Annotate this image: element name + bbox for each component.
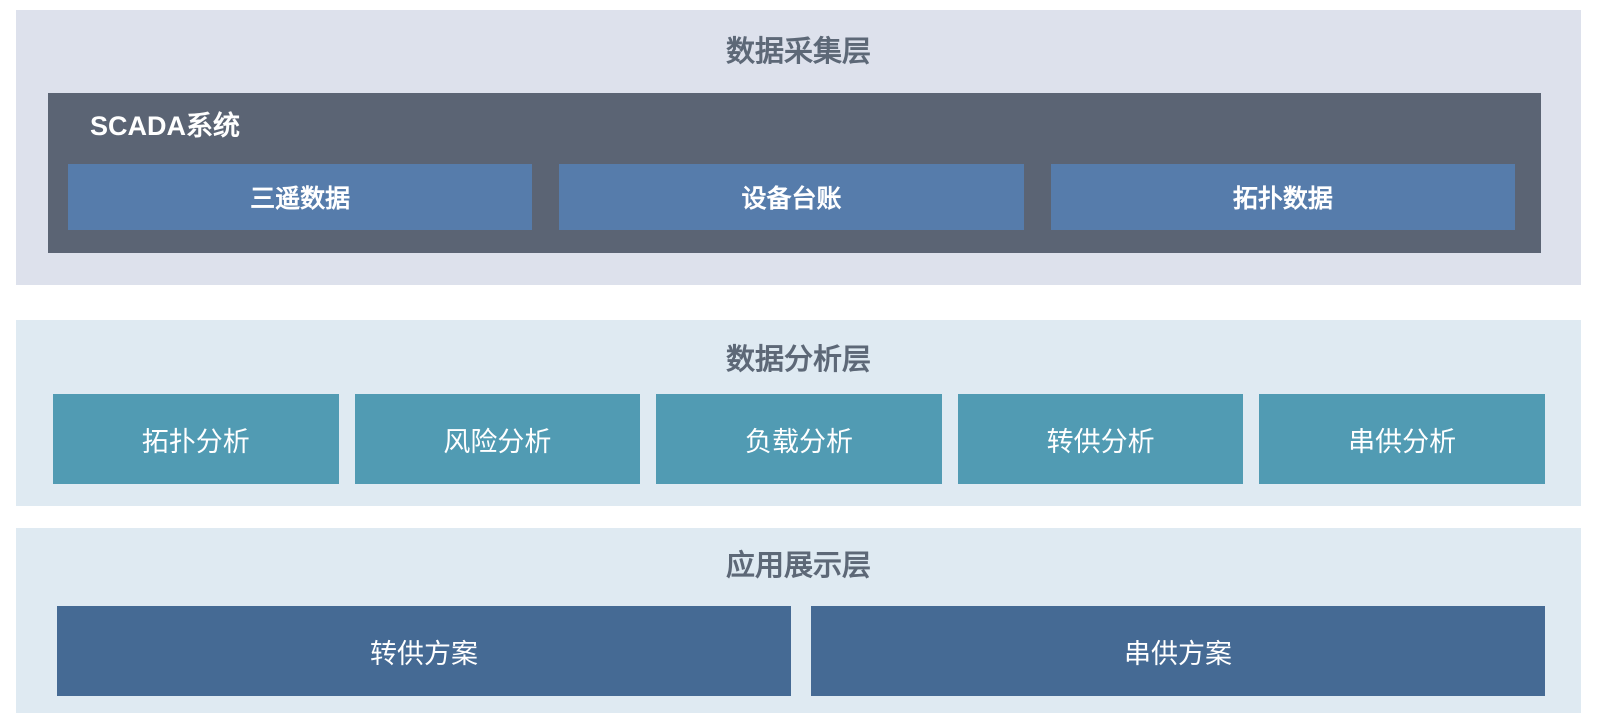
application-item-transfer-supply-plan: 转供方案: [57, 606, 791, 696]
analysis-item-series-supply: 串供分析: [1259, 394, 1545, 484]
application-display-layer-title: 应用展示层: [725, 550, 871, 582]
data-analysis-layer-title: 数据分析层: [725, 344, 871, 376]
scada-item-equipment-ledger: 设备台账: [559, 164, 1024, 230]
analysis-item-load: 负载分析: [656, 394, 942, 484]
data-collection-layer-title: 数据采集层: [725, 36, 871, 68]
scada-system-title: SCADA系统: [90, 111, 241, 141]
scada-system-group: SCADA系统 三遥数据 设备台账 拓扑数据: [48, 93, 1541, 253]
data-collection-layer: 数据采集层 SCADA系统 三遥数据 设备台账 拓扑数据: [16, 10, 1581, 285]
scada-items-row: 三遥数据 设备台账 拓扑数据: [68, 164, 1515, 230]
analysis-item-risk: 风险分析: [354, 394, 641, 484]
scada-item-topology-data: 拓扑数据: [1050, 164, 1515, 230]
application-item-series-supply-plan: 串供方案: [811, 606, 1545, 696]
analysis-items-row: 拓扑分析 风险分析 负载分析 转供分析 串供分析: [53, 394, 1545, 484]
analysis-item-topology: 拓扑分析: [53, 394, 339, 484]
data-analysis-layer: 数据分析层 拓扑分析 风险分析 负载分析 转供分析 串供分析: [16, 320, 1581, 506]
application-display-layer: 应用展示层 转供方案 串供方案: [16, 528, 1581, 713]
scada-item-telemetry-data: 三遥数据: [68, 164, 533, 230]
application-items-row: 转供方案 串供方案: [57, 606, 1545, 696]
analysis-item-transfer-supply: 转供分析: [957, 394, 1244, 484]
